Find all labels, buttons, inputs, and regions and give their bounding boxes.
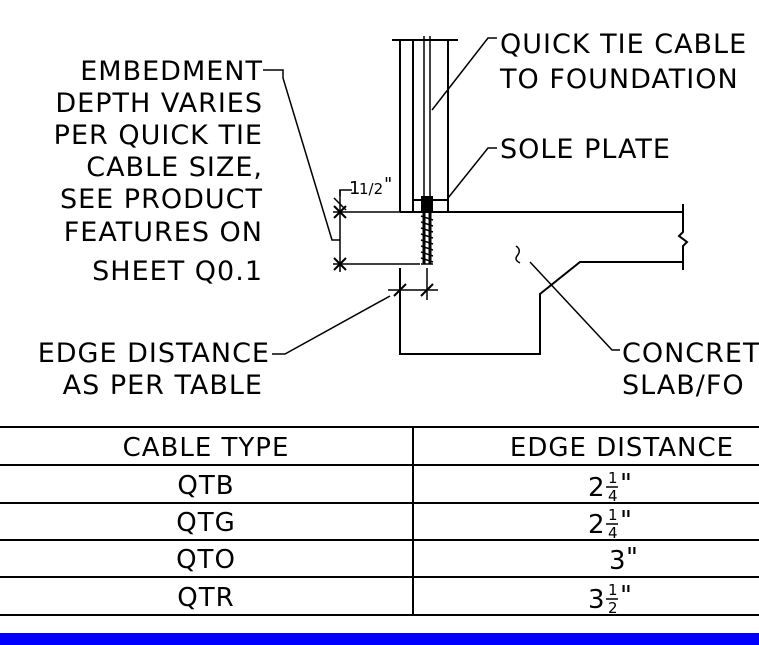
edge-distance-denominator: 4 bbox=[608, 524, 618, 542]
embedment-line-3: PER QUICK TIE bbox=[54, 120, 263, 151]
edge-distance-line-2: AS PER TABLE bbox=[63, 370, 263, 401]
concrete-line-2: SLAB/FO bbox=[622, 370, 745, 401]
edge-distance-whole: 2 bbox=[588, 473, 606, 503]
foundation-outline bbox=[399, 204, 689, 355]
edge-distance-inch-mark: " bbox=[620, 469, 633, 499]
embedment-offset-dimension-text: 1 1/2 " bbox=[349, 174, 392, 199]
quick-tie-line-2: TO FOUNDATION bbox=[499, 64, 739, 95]
cable-type-cell: QTB bbox=[177, 471, 234, 501]
edge-distance-numerator: 1 bbox=[608, 469, 618, 487]
edge-distance-table: CABLE TYPE EDGE DISTANCE QTB 2 1 4 " QTG… bbox=[0, 426, 759, 617]
quick-tie-cable bbox=[420, 36, 434, 265]
edge-distance-numerator: 1 bbox=[608, 506, 618, 524]
embedment-callout: EMBEDMENT DEPTH VARIES PER QUICK TIE CAB… bbox=[54, 56, 263, 287]
edge-distance-whole: 3 bbox=[609, 546, 627, 576]
embedment-line-1: EMBEDMENT bbox=[80, 56, 263, 87]
quick-tie-line-1: QUICK TIE CABLE bbox=[500, 29, 747, 60]
table-row: QTG 2 1 4 " bbox=[176, 506, 633, 542]
embedment-line-5: SEE PRODUCT bbox=[60, 184, 263, 215]
table-row: QTO 3 " bbox=[176, 543, 639, 576]
embedment-line-7: SHEET Q0.1 bbox=[92, 256, 263, 287]
embedment-line-4: CABLE SIZE, bbox=[86, 152, 263, 183]
embedment-line-6: FEATURES ON bbox=[64, 217, 263, 248]
edge-distance-inch-mark: " bbox=[626, 543, 639, 573]
table-row: QTR 3 1 2 " bbox=[177, 581, 633, 617]
table-header-edge-distance: EDGE DISTANCE bbox=[510, 433, 734, 463]
cable-type-cell: QTG bbox=[176, 508, 236, 538]
edge-distance-numerator: 1 bbox=[608, 581, 618, 599]
dimension-inch-mark: " bbox=[384, 174, 392, 195]
edge-distance-whole: 2 bbox=[588, 510, 606, 540]
edge-distance-inch-mark: " bbox=[620, 581, 633, 611]
dimension-whole: 1 bbox=[349, 178, 360, 199]
leader-lines bbox=[263, 37, 620, 355]
table-row: QTB 2 1 4 " bbox=[177, 469, 633, 505]
wall-stud bbox=[392, 39, 458, 212]
table-header-cable-type: CABLE TYPE bbox=[123, 433, 290, 463]
embedment-line-2: DEPTH VARIES bbox=[55, 88, 263, 119]
edge-distance-line-1: EDGE DISTANCE bbox=[38, 338, 270, 369]
edge-distance-dimension bbox=[388, 268, 438, 300]
embedment-dimension bbox=[333, 189, 420, 272]
dimension-fraction: 1/2 bbox=[359, 180, 383, 198]
edge-distance-denominator: 4 bbox=[608, 487, 618, 505]
footer-bar bbox=[0, 633, 759, 645]
edge-distance-inch-mark: " bbox=[620, 506, 633, 536]
concrete-line-1: CONCRETE bbox=[622, 338, 759, 369]
sole-plate-label: SOLE PLATE bbox=[500, 134, 671, 165]
cable-type-cell: QTR bbox=[177, 583, 234, 613]
edge-distance-whole: 3 bbox=[588, 585, 606, 615]
edge-distance-denominator: 2 bbox=[608, 599, 618, 617]
cable-type-cell: QTO bbox=[176, 545, 236, 575]
